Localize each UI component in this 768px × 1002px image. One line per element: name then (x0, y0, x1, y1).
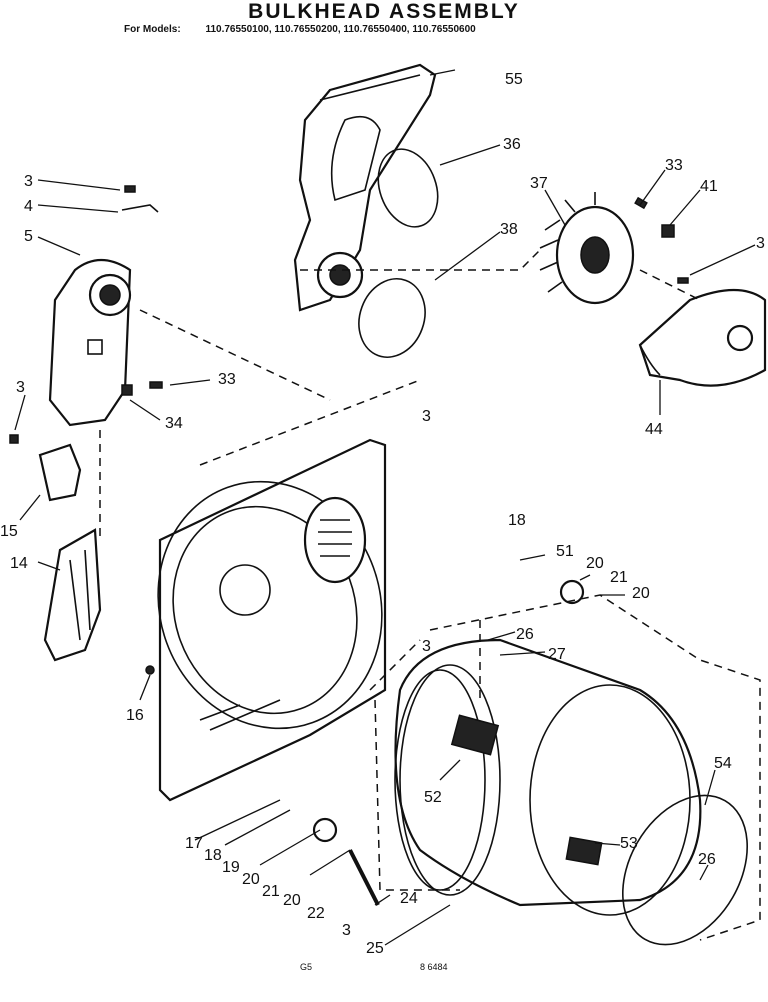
callout-3-top-left: 3 (24, 173, 33, 190)
leader-lines (14, 69, 756, 946)
callout-3-right: 3 (756, 235, 765, 252)
callout-27: 27 (548, 646, 566, 663)
callout-3-drum: 3 (422, 638, 431, 655)
seal-38 (358, 278, 426, 358)
shaft-22 (348, 849, 380, 906)
callout-25: 25 (366, 940, 384, 957)
screw-33-left (149, 381, 163, 389)
clip-34 (121, 384, 133, 396)
callout-26-drum-seal: 26 (698, 851, 716, 868)
screw-16 (145, 665, 155, 675)
callout-20-right-b: 20 (632, 585, 650, 602)
callout-21-right: 21 (610, 569, 628, 586)
callout-20-right: 20 (586, 555, 604, 572)
callout-20: 20 (242, 871, 260, 888)
callout-36: 36 (503, 136, 521, 153)
callout-20-b: 20 (283, 892, 301, 909)
callout-38: 38 (500, 221, 518, 238)
footer-right: 8 6484 (420, 962, 448, 972)
callout-51: 51 (556, 543, 574, 560)
lint-housing-5 (48, 258, 132, 427)
callout-18: 18 (204, 847, 222, 864)
bulkhead-panel-17 (157, 438, 387, 802)
page-title: BULKHEAD ASSEMBLY (248, 0, 520, 23)
callout-34: 34 (165, 415, 183, 432)
callout-33: 33 (665, 157, 683, 174)
callout-16: 16 (126, 707, 144, 724)
models-label: For Models: (124, 24, 181, 35)
callout-5: 5 (24, 228, 33, 245)
screw-3-right (677, 277, 689, 284)
callout-4: 4 (24, 198, 33, 215)
callout-17: 17 (185, 835, 203, 852)
callout-33-left: 33 (218, 371, 236, 388)
callout-3-duct: 3 (422, 408, 431, 425)
fan-37 (539, 192, 635, 305)
roller-21-bottom (312, 817, 338, 843)
seal-36 (377, 148, 439, 228)
upper-duct-part (293, 63, 437, 312)
callout-37: 37 (530, 175, 548, 192)
callout-52: 52 (424, 789, 442, 806)
callout-15: 15 (0, 523, 18, 540)
callout-18-right: 18 (508, 512, 526, 529)
clip-4 (121, 204, 159, 213)
bracket-15 (38, 443, 82, 502)
callout-3-left: 3 (16, 379, 25, 396)
switch-assembly-14 (43, 528, 102, 662)
drum-27 (394, 638, 702, 916)
callout-21: 21 (262, 883, 280, 900)
screw-3-left (9, 434, 19, 444)
screw-3-top-left (124, 185, 136, 193)
callout-55: 55 (505, 71, 523, 88)
callout-54: 54 (714, 755, 732, 772)
callout-3-bottom: 3 (342, 922, 351, 939)
callout-14: 14 (10, 555, 28, 572)
callouts: 55 36 33 41 37 38 3 3 4 5 3 33 34 3 15 1… (0, 71, 765, 972)
callout-19: 19 (222, 859, 240, 876)
callout-22: 22 (307, 905, 325, 922)
guide-lines (99, 249, 761, 941)
footer-left: G5 (300, 962, 312, 972)
callout-53: 53 (620, 835, 638, 852)
callout-44: 44 (645, 421, 663, 438)
callout-24: 24 (400, 890, 418, 907)
blower-housing-44 (638, 288, 767, 387)
model-numbers: 110.76550100, 110.76550200, 110.76550400… (205, 24, 476, 35)
model-list: For Models: 110.76550100, 110.76550200, … (124, 24, 476, 35)
callout-41: 41 (700, 178, 718, 195)
callout-26: 26 (516, 626, 534, 643)
roller-21-right (559, 579, 585, 605)
drum-seal-54 (622, 794, 748, 946)
spring-41 (661, 224, 675, 238)
